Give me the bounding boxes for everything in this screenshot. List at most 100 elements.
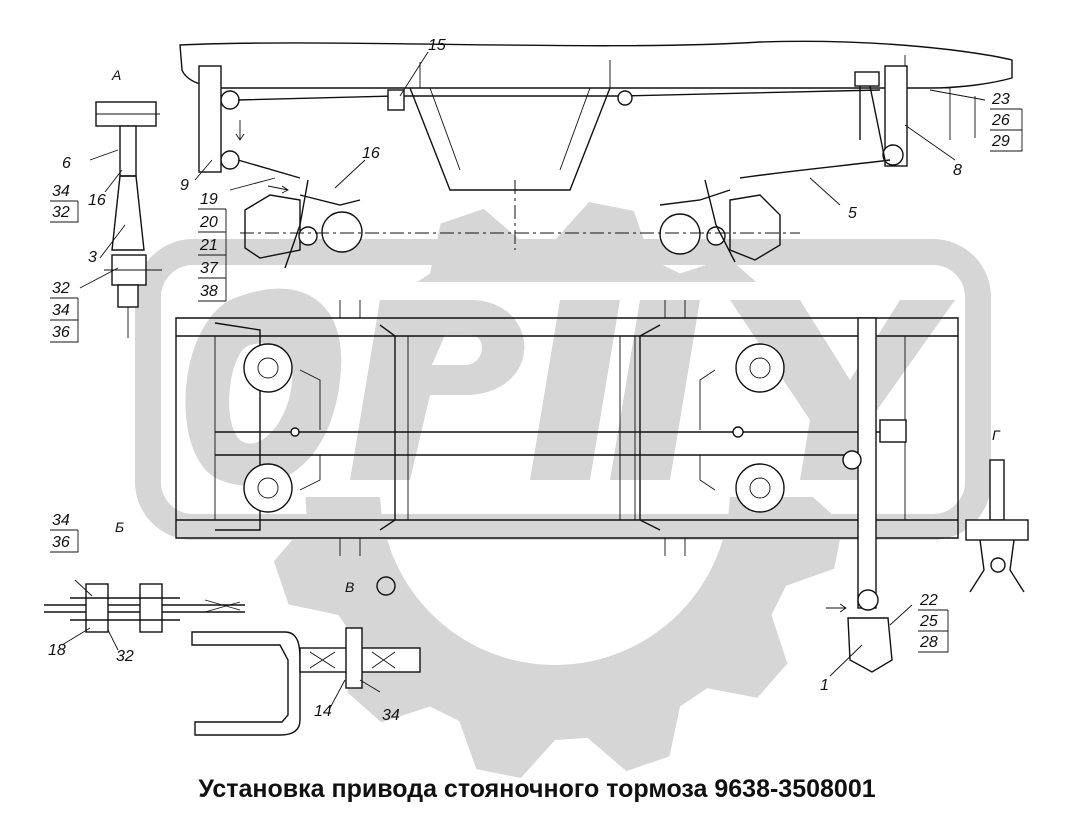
left-lever-bracket	[198, 65, 222, 173]
callout-g5-0: 34	[52, 512, 70, 529]
detail-g	[965, 459, 1029, 593]
callout-8: 8	[953, 162, 962, 179]
callout-g1-0: 23	[991, 91, 1010, 108]
left-upper-roller	[220, 90, 240, 110]
view-label-g: Г	[992, 427, 1001, 443]
detail-v	[191, 576, 421, 736]
callout-14: 14	[314, 703, 332, 720]
leader-32	[79, 267, 119, 289]
right-lever-arms	[659, 179, 736, 263]
detail-a-rod	[119, 125, 137, 177]
leader-32b	[107, 629, 119, 651]
leader-5	[809, 177, 841, 206]
leader-16b	[104, 169, 123, 193]
callout-g4-1: 34	[52, 302, 70, 319]
watermark-letters	[185, 288, 955, 486]
callout-3: 3	[88, 249, 97, 266]
leader-8	[904, 124, 956, 161]
leader-23	[929, 89, 986, 101]
callout-g6-2: 28	[919, 634, 938, 651]
leader-12	[359, 679, 381, 693]
cable-joint-b	[732, 426, 744, 438]
branch-cables	[299, 369, 716, 491]
axle-stubs	[339, 300, 686, 556]
watermark-letter-y	[730, 300, 955, 480]
detail-b-plate	[70, 597, 180, 621]
view-label-a: А	[111, 67, 121, 83]
callout-g2-4: 38	[200, 283, 218, 300]
callout-g8-0: 34	[382, 707, 400, 724]
detail-v-bolt	[345, 627, 363, 689]
detail-g-legs	[969, 539, 1025, 593]
callout-box-edge	[50, 201, 79, 223]
detail-b	[44, 583, 245, 633]
left-brake-chamber	[244, 179, 363, 269]
hand-lever-pivot	[842, 450, 862, 470]
center-left-wedge	[379, 324, 396, 531]
right-spring-rod	[869, 85, 886, 161]
detail-v-bracket	[191, 631, 301, 736]
hub-front-left-inner	[257, 357, 279, 379]
left-lever-arms	[284, 179, 361, 269]
cable-joint-left	[290, 427, 300, 437]
leader-34	[74, 579, 93, 597]
left-lever-pivot	[298, 226, 318, 246]
detail-g-rod	[989, 459, 1005, 521]
leader-9	[194, 159, 213, 181]
callout-g6-0: 22	[919, 592, 938, 609]
watermark-band	[135, 239, 991, 540]
callout-16b: 16	[88, 192, 106, 209]
leader-6	[89, 149, 119, 161]
hub-front-right-inner	[749, 357, 771, 379]
cable-clamp-15	[387, 89, 405, 111]
leader-15	[399, 51, 429, 97]
hub-front-right	[735, 343, 785, 393]
left-lower-roller	[220, 150, 240, 170]
watermark-letter-h	[530, 300, 700, 480]
callout-g2-1: 20	[199, 214, 218, 231]
hand-lever-handle	[847, 617, 893, 673]
leader-3	[99, 224, 126, 259]
callout-9: 9	[180, 177, 189, 194]
right-lever-pivot	[706, 226, 726, 246]
center-bracket-inner	[429, 87, 591, 171]
detail-g-crossbar	[965, 519, 1029, 541]
callout-group-g7: 32	[116, 648, 134, 665]
callout-g1-2: 29	[991, 133, 1010, 150]
callout-g2-0: 19	[200, 191, 218, 208]
view-label-v: В	[345, 579, 354, 595]
callout-16a: 16	[362, 145, 380, 162]
detail-b-bolt-right	[139, 583, 163, 633]
hand-lever-bracket	[879, 419, 907, 443]
callout-box-edge	[50, 298, 79, 343]
frame-outline	[175, 317, 959, 539]
center-right-wedge	[639, 324, 661, 531]
callout-box-edge	[918, 610, 949, 653]
right-axle-tube	[659, 213, 701, 255]
watermark-letter-o	[185, 288, 342, 486]
callout-box-edge	[198, 209, 227, 302]
center-bracket	[409, 87, 611, 191]
callout-g4-0: 32	[52, 280, 70, 297]
callout-g7-0: 32	[116, 648, 134, 665]
callout-box-edge	[990, 109, 1023, 152]
leader-lines	[61, 51, 986, 709]
callout-group-g8: 34	[382, 707, 400, 724]
lower-cables	[237, 159, 891, 179]
hub-front-left	[243, 343, 293, 393]
detail-g-bolt	[990, 557, 1006, 573]
view-label-b: Б	[115, 519, 124, 535]
callout-g2-2: 21	[199, 237, 218, 254]
leader-14	[329, 679, 346, 709]
detail-b-spring	[204, 599, 241, 613]
view-v-arrow	[235, 120, 245, 141]
callout-1: 1	[820, 677, 829, 694]
detail-a-nut	[117, 284, 139, 308]
callout-6: 6	[62, 155, 71, 172]
